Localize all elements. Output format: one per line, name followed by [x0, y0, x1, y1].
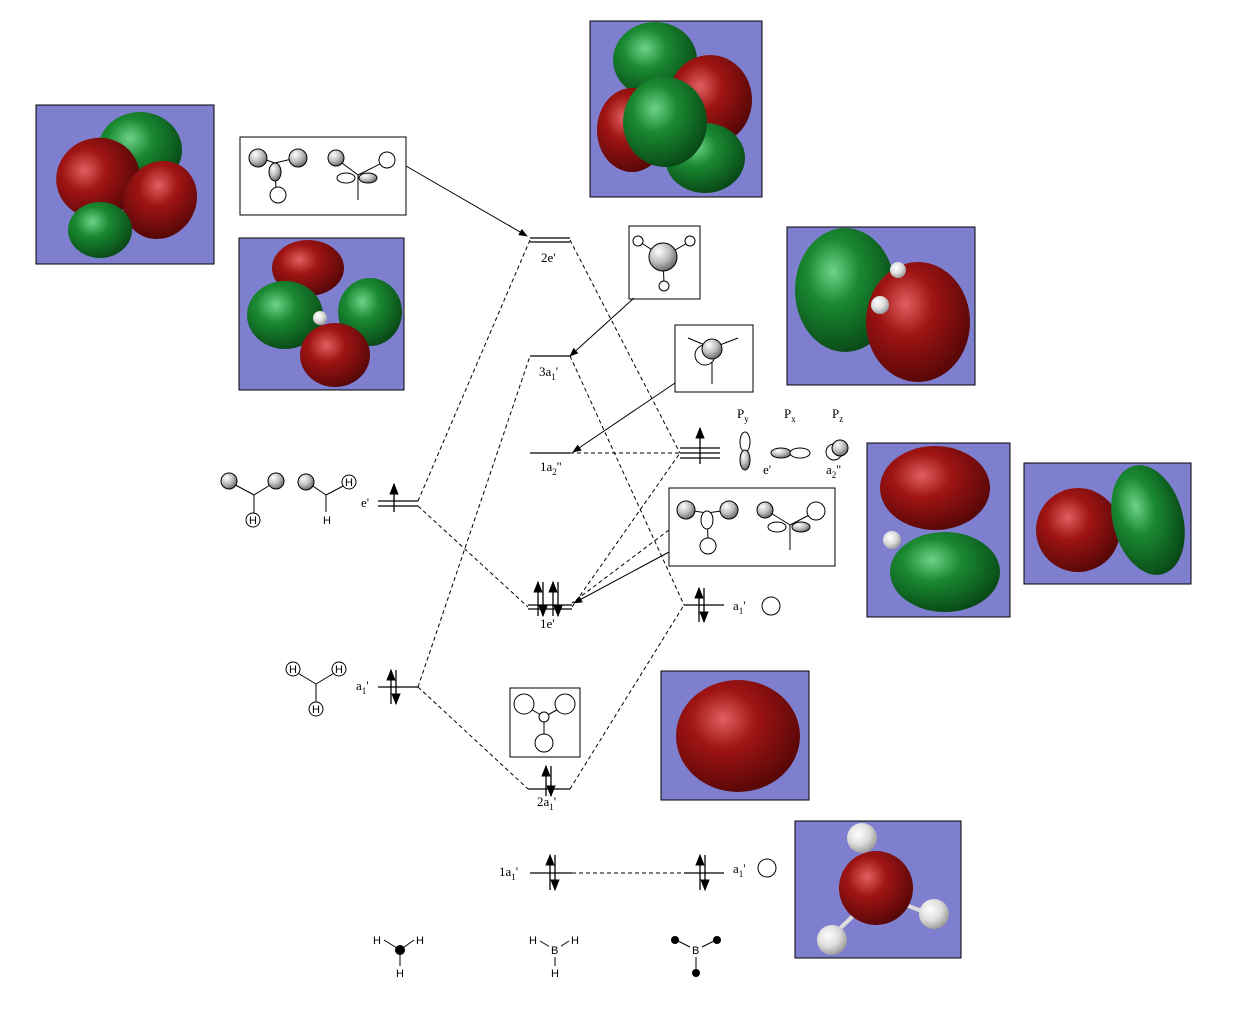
mo-render-left-middle — [238, 237, 405, 391]
structure-bh3: B H H H — [529, 935, 579, 980]
right-fragment: Py Px Pz e' a2'' a1' a1 — [680, 406, 849, 892]
s-orbital-sketch — [757, 858, 777, 878]
s-orbital-sketch — [761, 596, 781, 616]
left-e-label: e' — [361, 495, 369, 510]
right-a1-lower-label: a1' — [733, 861, 746, 879]
atom-h: H — [323, 515, 331, 527]
sketch-box-1a2 — [674, 324, 754, 393]
level-2a1-label: 2a1' — [537, 794, 556, 812]
atom-h: H — [571, 935, 579, 947]
mo-render-bottom-right — [794, 820, 962, 959]
atom-h: H — [249, 515, 257, 527]
atom-h: H — [289, 664, 297, 676]
sketch-box-1e — [668, 487, 836, 567]
left-a1-label: a1' — [356, 678, 369, 696]
electron-arrows-2a1 — [541, 764, 556, 798]
sketch-box-3a1 — [628, 225, 701, 300]
electron-arrows-right-a1-upper — [694, 586, 709, 624]
atom-h: H — [335, 664, 343, 676]
px-label: Px — [784, 406, 796, 424]
px-orbital-sketch — [770, 447, 811, 459]
sketch-box-2e — [239, 136, 407, 216]
py-orbital-sketch — [739, 431, 751, 471]
electron-arrows-1e — [533, 580, 563, 618]
left-e-orbital-sketch-2: H H — [297, 473, 357, 527]
pz-orbital-sketch — [825, 439, 849, 461]
level-2e-label: 2e' — [541, 250, 556, 265]
atom-h: H — [373, 935, 381, 947]
level-1e-label: 1e' — [540, 616, 555, 631]
left-a1-orbital-sketch: H H H — [285, 661, 347, 717]
structure-b-fragment: B — [671, 936, 721, 977]
left-e-orbital-sketch-1: H — [220, 472, 285, 528]
mo-render-right-upper — [786, 226, 976, 386]
atom-h: H — [345, 477, 353, 489]
py-label: Py — [737, 406, 749, 424]
mo-render-top-center — [589, 20, 763, 198]
mo-render-top-left — [35, 104, 215, 265]
atom-h: H — [312, 704, 320, 716]
correlation-lines — [417, 239, 685, 874]
right-e-label: e' — [763, 462, 771, 477]
mo-render-right-middle-a — [866, 442, 1011, 618]
atom-b: B — [551, 945, 558, 957]
structure-h3: H H H — [373, 935, 424, 980]
electron-arrows-right-a1-lower — [695, 853, 710, 892]
right-a2-label: a2'' — [826, 462, 841, 480]
mo-render-right-middle-b — [1023, 462, 1192, 585]
level-1a2-label: 1a2'' — [540, 459, 561, 477]
electron-arrows-1a1 — [545, 853, 560, 892]
level-3a1-label: 3a1' — [539, 364, 558, 382]
atom-h: H — [529, 935, 537, 947]
atom-h: H — [551, 968, 559, 980]
central-levels: 2e' 3a1' 1a2'' 1e' 2a1' 1a1' — [499, 237, 572, 892]
electron-arrows-left-a1 — [386, 668, 401, 706]
mo-render-bottom-center — [660, 670, 810, 801]
atom-b: B — [692, 945, 699, 957]
atom-h: H — [416, 935, 424, 947]
atom-h: H — [396, 968, 404, 980]
level-1a1-label: 1a1' — [499, 864, 518, 882]
pz-label: Pz — [832, 406, 843, 424]
left-fragment: e' a1' H H H — [220, 472, 418, 717]
sketch-box-2a1 — [509, 687, 581, 758]
right-a1-upper-label: a1' — [733, 598, 746, 616]
